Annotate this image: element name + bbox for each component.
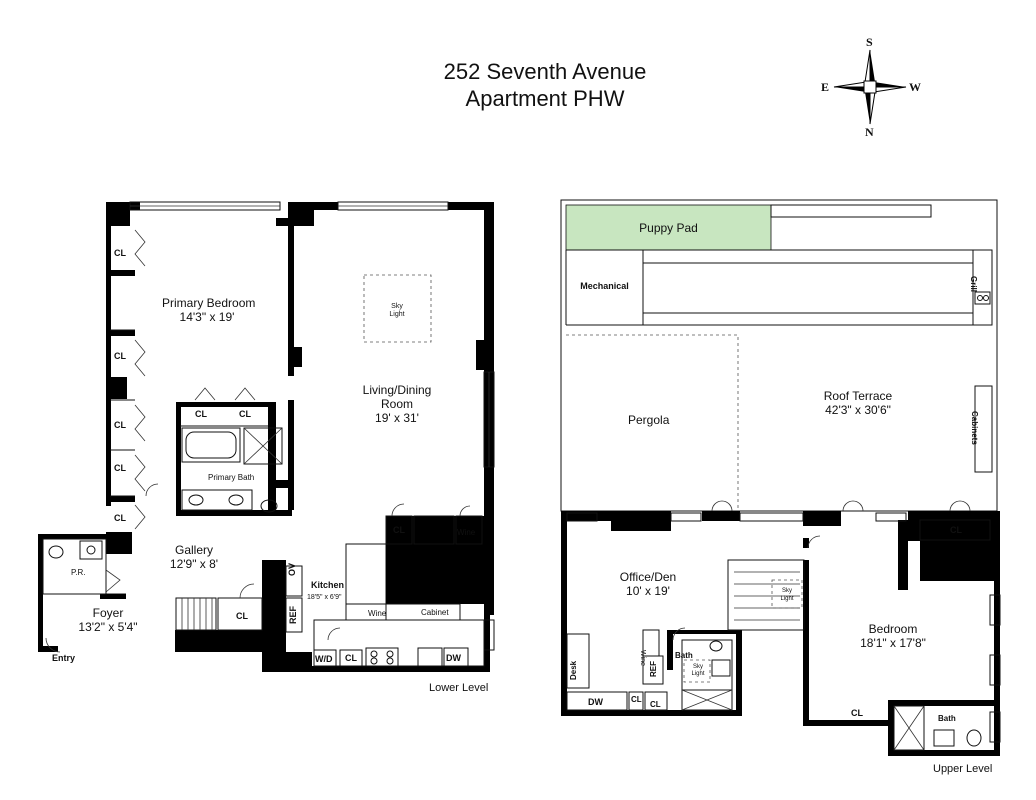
room-name-primary-bath: Primary Bath: [208, 473, 255, 482]
room-name-foyer: Foyer: [92, 606, 124, 620]
room-name-powder-room: P.R.: [71, 568, 86, 577]
dishwasher-label: DW: [588, 697, 603, 707]
title-address: 252 Seventh Avenue: [443, 59, 647, 84]
bath-skylight-label: Sky: [692, 664, 703, 670]
room-name-bath-bedroom: Bath: [938, 714, 956, 723]
area-name-roof-terrace: Roof Terrace: [823, 389, 893, 403]
desk-label: Desk: [569, 660, 578, 680]
room-name-gallery: Gallery: [174, 543, 213, 557]
room-name-bath-office: Bath: [675, 651, 693, 660]
room-size-bedroom: 18'1" x 17'8": [860, 636, 926, 650]
area-name-puppy-pad: Puppy Pad: [639, 221, 698, 235]
room-name-kitchen: Kitchen: [311, 580, 345, 590]
skylight-label: Sky: [781, 588, 792, 594]
closet-label: CL: [114, 351, 126, 361]
room-size-kitchen: 18'5" x 6'9": [307, 594, 342, 601]
skylight-label-line2: Light: [389, 311, 405, 318]
room-size-primary-bedroom: 14'3" x 19': [179, 310, 235, 324]
room-name-living-dining: Living/Dining: [362, 383, 432, 397]
upper-level-plan: [560, 199, 1001, 756]
area-size-roof-terrace: 42'3" x 30'6": [825, 403, 891, 417]
bath-skylight-label-line2: Light: [691, 671, 705, 677]
grill-label: Grill: [969, 276, 978, 293]
room-name-living-dining-line2: Room: [380, 397, 413, 411]
lower-level-label: Lower Level: [429, 682, 489, 694]
wine-label: Wine: [368, 609, 387, 618]
closet-label: CL: [393, 525, 405, 535]
closet-label: CL: [114, 248, 126, 258]
closet-label: CL: [631, 695, 642, 704]
room-size-gallery: 12'9" x 8': [169, 557, 219, 571]
closet-label: CL: [851, 708, 863, 718]
room-name-primary-bedroom: Primary Bedroom: [162, 296, 256, 310]
lower-level-plan: [38, 201, 495, 672]
compass-label-top: S: [866, 35, 873, 49]
washer-dryer-label: W/D: [315, 654, 333, 664]
area-name-pergola: Pergola: [628, 413, 670, 427]
skylight-label: Sky: [391, 303, 403, 310]
wine-label: Wine: [639, 650, 646, 666]
closet-label: CL: [239, 409, 251, 419]
cabinet-label: Cabinet: [421, 608, 449, 617]
closet-label: CL: [114, 420, 126, 430]
dishwasher-label: DW: [446, 653, 461, 663]
compass-rose-icon: [833, 49, 907, 125]
closet-label: CL: [195, 409, 207, 419]
refrigerator-label: REF: [288, 606, 298, 624]
entry-label: Entry: [52, 653, 76, 663]
closet-label: CL: [650, 700, 661, 709]
compass-label-right: W: [909, 80, 921, 94]
wine-label: Wine: [457, 528, 476, 537]
compass-label-bottom: N: [865, 125, 874, 139]
room-size-foyer: 13'2" x 5'4": [78, 620, 138, 634]
area-name-mechanical: Mechanical: [580, 281, 629, 291]
closet-label: CL: [114, 463, 126, 473]
closet-label: CL: [114, 513, 126, 523]
closet-label: CL: [236, 611, 248, 621]
upper-level-label: Upper Level: [933, 763, 993, 775]
oven-label: OV: [287, 562, 297, 576]
room-name-bedroom: Bedroom: [868, 622, 918, 636]
cabinets-label: Cabinets: [970, 411, 979, 445]
refrigerator-label: REF: [649, 661, 658, 677]
room-size-office-den: 10' x 19': [626, 584, 670, 598]
closet-label: CL: [345, 653, 357, 663]
compass-label-left: E: [821, 80, 830, 94]
title-apartment: Apartment PHW: [465, 86, 625, 111]
room-name-office-den: Office/Den: [619, 570, 677, 584]
skylight-label-line2: Light: [780, 596, 794, 602]
room-size-living-dining: 19' x 31': [375, 411, 419, 425]
closet-label: CL: [950, 525, 962, 535]
